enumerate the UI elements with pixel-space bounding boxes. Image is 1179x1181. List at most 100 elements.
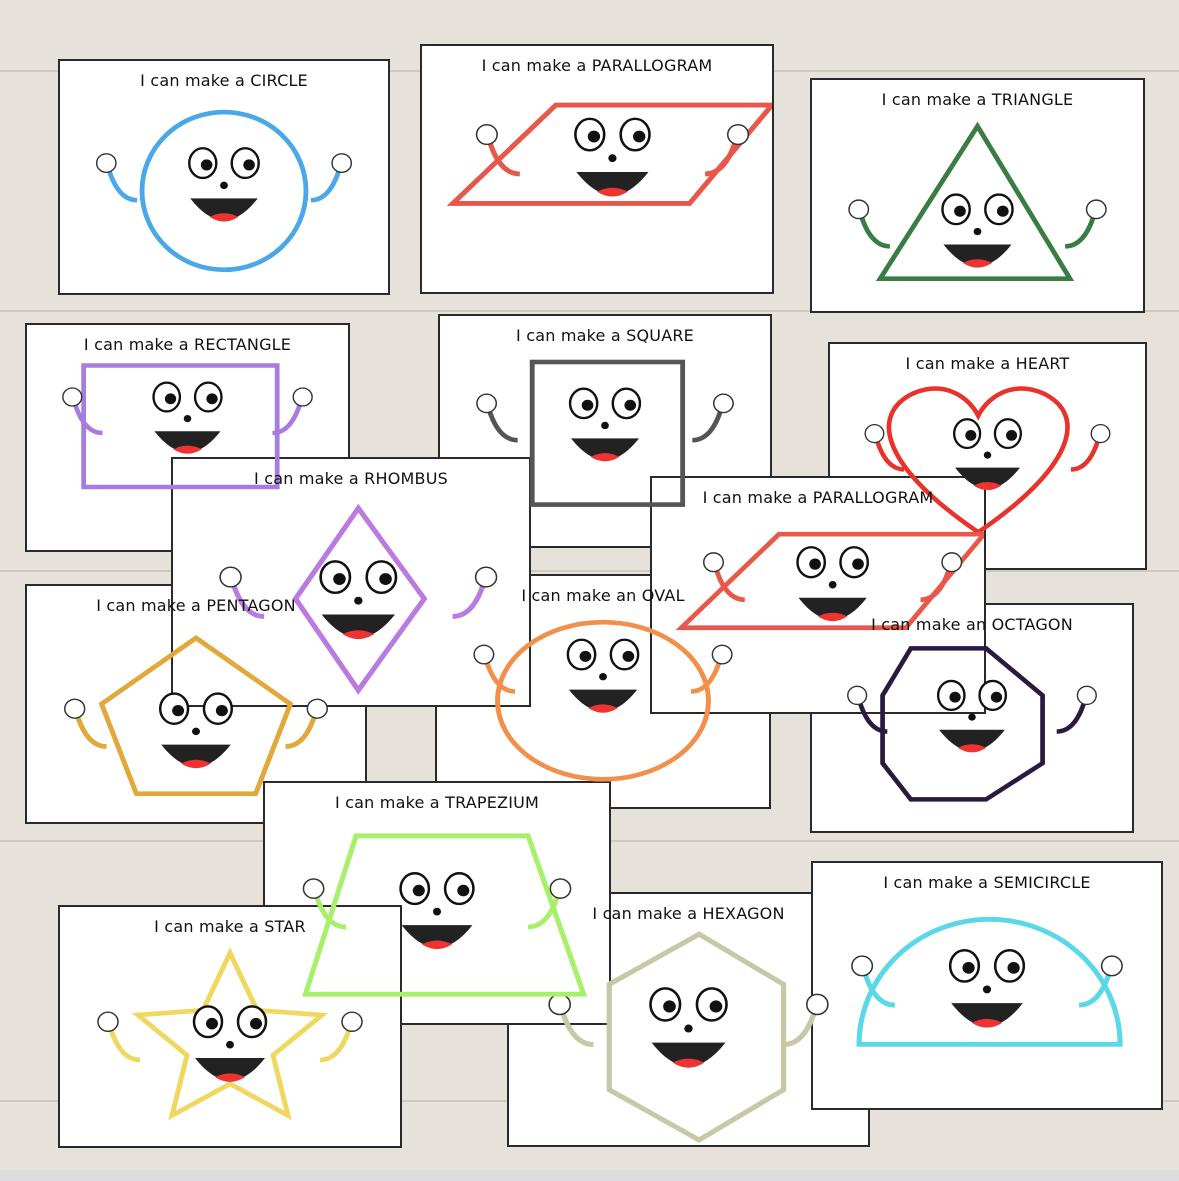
shape-card-hexagon: I can make a HEXAGON bbox=[507, 892, 870, 1147]
card-title: I can make a TRAPEZIUM bbox=[334, 793, 540, 812]
rhombus-character-icon bbox=[219, 503, 498, 695]
card-title: I can make an OVAL bbox=[521, 586, 685, 605]
triangle-character-icon bbox=[848, 121, 1107, 281]
left-hand bbox=[62, 387, 83, 407]
left-hand bbox=[473, 644, 495, 665]
card-title: I can make a HEART bbox=[905, 354, 1070, 373]
face bbox=[649, 987, 728, 1068]
right-hand bbox=[712, 393, 734, 414]
right-hand bbox=[341, 1011, 363, 1032]
right-arm bbox=[690, 658, 723, 694]
square-outline bbox=[529, 359, 686, 507]
right-hand bbox=[292, 387, 313, 407]
star-character-icon bbox=[97, 947, 363, 1121]
card-title: I can make a RHOMBUS bbox=[254, 469, 448, 488]
face bbox=[796, 546, 870, 622]
right-arm bbox=[319, 1025, 353, 1063]
left-arm bbox=[856, 699, 888, 734]
trapezium-outline bbox=[302, 833, 588, 997]
card-title: I can make a HEXAGON bbox=[592, 904, 785, 923]
face bbox=[188, 147, 260, 222]
card-title: I can make a PENTAGON bbox=[96, 596, 296, 615]
shape-card-rectangle: I can make a RECTANGLE bbox=[25, 323, 350, 552]
circle-outline bbox=[139, 109, 309, 273]
card-title: I can make a TRIANGLE bbox=[881, 90, 1074, 109]
left-arm bbox=[861, 970, 896, 1008]
card-title: I can make a STAR bbox=[154, 917, 306, 936]
left-arm bbox=[107, 1025, 141, 1063]
wood-plank-line bbox=[0, 570, 1179, 572]
face bbox=[192, 1005, 268, 1082]
right-arm bbox=[1070, 437, 1101, 472]
oval-character-icon bbox=[473, 619, 733, 782]
right-hand bbox=[726, 123, 750, 146]
right-hand bbox=[1076, 685, 1097, 706]
hexagon-outline bbox=[606, 931, 787, 1143]
left-hand bbox=[475, 123, 498, 146]
left-arm bbox=[74, 712, 107, 749]
shape-card-parallelogram-2: I can make a PARALLOGRAM bbox=[650, 476, 986, 714]
left-hand bbox=[847, 685, 868, 706]
face bbox=[566, 638, 640, 713]
left-arm bbox=[559, 1008, 594, 1048]
right-arm bbox=[783, 1008, 818, 1048]
left-arm bbox=[313, 892, 347, 930]
left-hand bbox=[703, 552, 725, 573]
right-hand bbox=[549, 878, 572, 899]
right-arm bbox=[920, 566, 953, 603]
right-arm bbox=[452, 581, 487, 619]
right-arm bbox=[692, 407, 724, 443]
heart-outline bbox=[886, 386, 1070, 535]
left-arm bbox=[858, 213, 891, 249]
face bbox=[399, 872, 475, 950]
rhombus-outline bbox=[292, 503, 428, 695]
left-arm bbox=[486, 407, 518, 443]
parallelogram-character-icon bbox=[675, 531, 984, 631]
pentagon-outline bbox=[98, 634, 294, 797]
parallelogram-outline bbox=[675, 531, 984, 631]
shape-card-oval: I can make an OVAL bbox=[435, 574, 771, 809]
left-hand bbox=[97, 1011, 119, 1032]
left-hand bbox=[219, 566, 242, 588]
wood-plank-line bbox=[0, 310, 1179, 312]
semicircle-character-icon bbox=[851, 916, 1123, 1047]
left-hand bbox=[64, 698, 86, 719]
face bbox=[319, 560, 398, 640]
right-hand bbox=[331, 153, 353, 174]
octagon-character-icon bbox=[847, 646, 1097, 802]
right-hand bbox=[1100, 955, 1123, 977]
left-hand bbox=[302, 878, 325, 899]
right-arm bbox=[285, 712, 318, 749]
right-hand bbox=[306, 698, 328, 719]
shape-card-square: I can make a SQUARE bbox=[438, 314, 772, 548]
left-hand bbox=[95, 153, 117, 174]
face bbox=[158, 692, 234, 769]
shape-card-circle: I can make a CIRCLE bbox=[58, 59, 390, 295]
left-arm bbox=[874, 437, 905, 472]
shape-card-octagon: I can make an OCTAGON bbox=[810, 603, 1134, 833]
left-arm bbox=[713, 566, 746, 603]
face bbox=[952, 418, 1023, 491]
right-arm bbox=[704, 138, 739, 177]
left-hand bbox=[476, 393, 498, 414]
right-arm bbox=[1056, 699, 1088, 734]
square-character-icon bbox=[476, 359, 734, 507]
bottom-strip bbox=[0, 1170, 1179, 1181]
oval-outline bbox=[495, 619, 711, 782]
right-arm bbox=[272, 400, 304, 436]
left-hand bbox=[848, 199, 870, 220]
rectangle-outline bbox=[81, 363, 280, 490]
face bbox=[574, 117, 651, 197]
shape-card-star: I can make a STAR bbox=[58, 905, 402, 1148]
card-title: I can make a PARALLOGRAM bbox=[481, 56, 713, 75]
left-hand bbox=[864, 423, 885, 444]
left-arm bbox=[71, 400, 103, 436]
semicircle-outline bbox=[856, 916, 1123, 1047]
card-title: I can make a RECTANGLE bbox=[83, 335, 292, 354]
left-arm bbox=[486, 138, 521, 177]
right-hand bbox=[711, 644, 733, 665]
rectangle-character-icon bbox=[62, 363, 313, 490]
left-arm bbox=[230, 581, 265, 619]
left-arm bbox=[105, 167, 138, 203]
right-arm bbox=[1078, 970, 1113, 1008]
